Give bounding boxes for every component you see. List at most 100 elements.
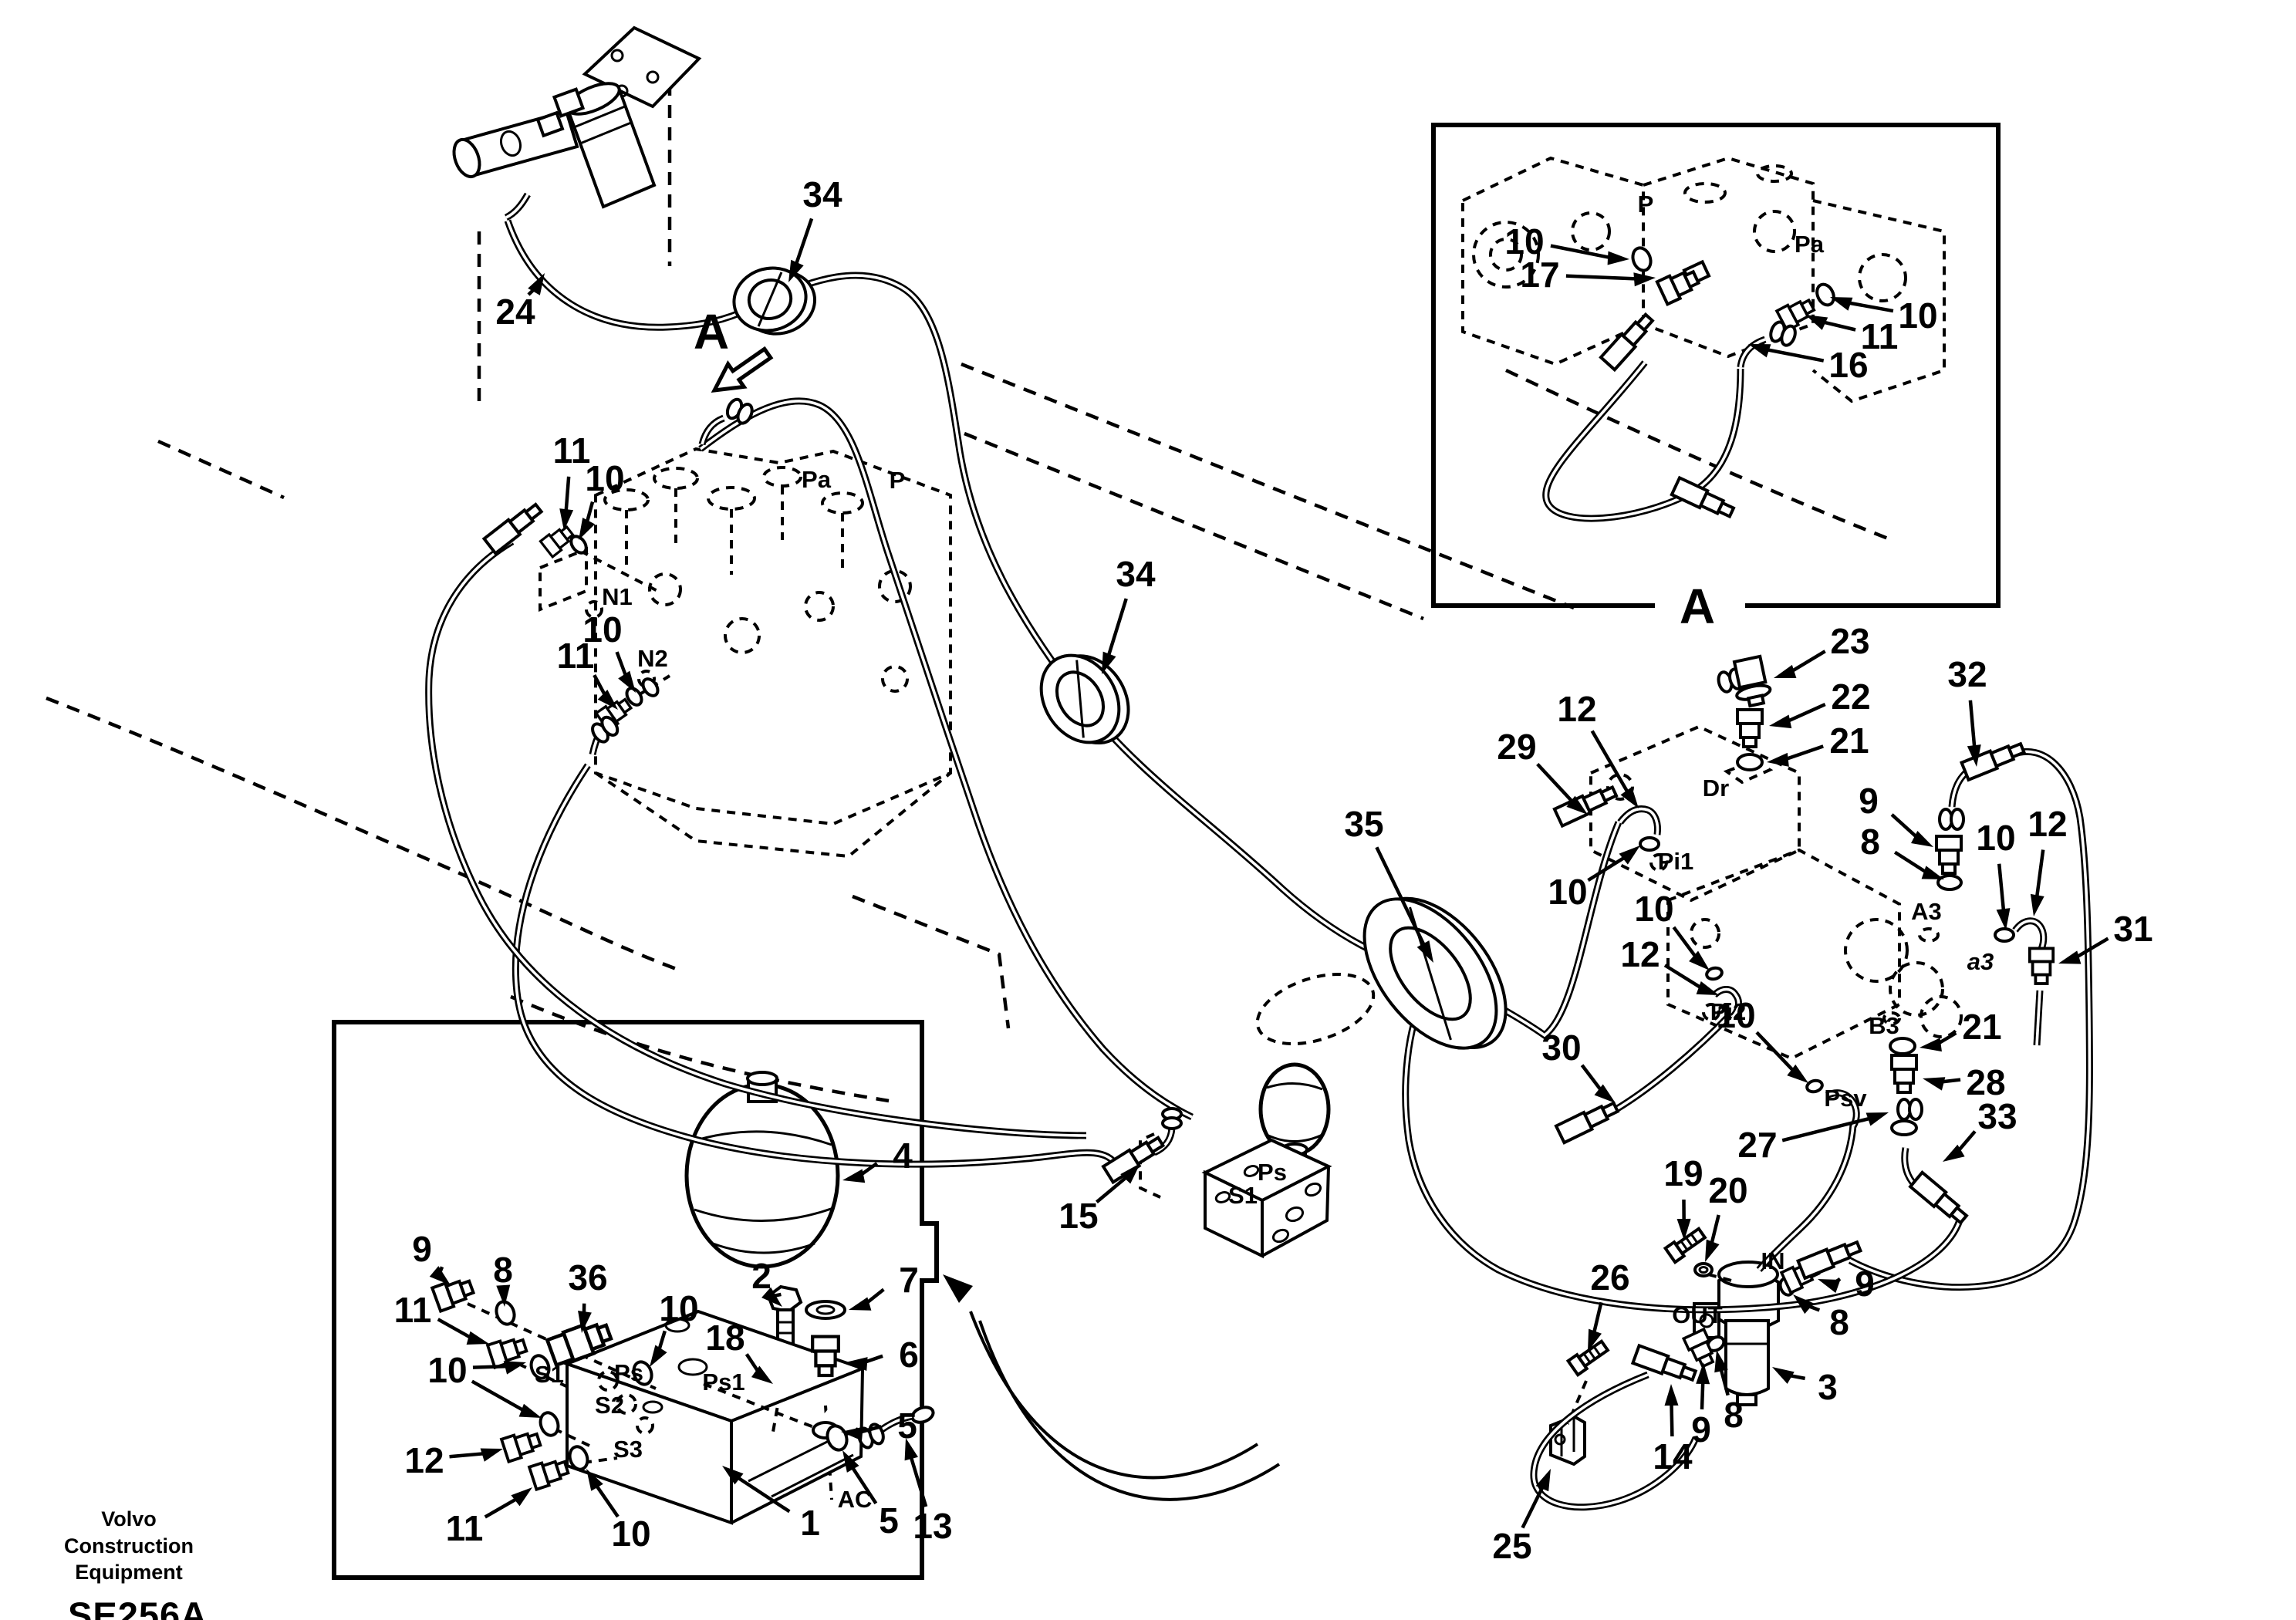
callout-10: 10 [585, 458, 624, 498]
washer-hole [1698, 1266, 1709, 1274]
leader-arrowhead [1535, 1469, 1551, 1492]
leader-arrowhead [1566, 795, 1588, 815]
leader-line [1536, 762, 1577, 807]
callout-31: 31 [2113, 909, 2152, 949]
leader-arrowhead [2058, 950, 2082, 964]
leader-line [1997, 863, 2006, 916]
callout-11: 11 [557, 636, 595, 676]
o-ring [1631, 246, 1653, 272]
callout-10: 10 [427, 1350, 467, 1390]
leader-line [1106, 598, 1128, 661]
callout-8: 8 [1860, 822, 1880, 862]
leader-line [1521, 1482, 1547, 1529]
callout-26: 26 [1590, 1257, 1629, 1298]
leader-arrowhead [579, 518, 596, 540]
o-ring [1639, 836, 1660, 852]
generated-fittings [425, 192, 2093, 1511]
port-label-Ps: Ps [1258, 1159, 1287, 1186]
hose-core [514, 764, 1119, 1167]
fitting-union [545, 1322, 613, 1368]
o-ring [1994, 927, 2015, 943]
leader-arrowhead [1705, 1239, 1720, 1262]
leader-arrowhead [503, 1361, 526, 1375]
leader-line [1781, 1115, 1875, 1142]
callout-29: 29 [1497, 727, 1536, 767]
port-label-Psv: Psv [1824, 1085, 1867, 1112]
title-block: Volvo Construction Equipment SE256A [45, 1506, 213, 1620]
fitting-rings [725, 397, 754, 425]
callout-10: 10 [1976, 818, 2015, 858]
callout-35: 35 [1344, 804, 1383, 844]
port-label-P: P [890, 467, 906, 494]
callout-10: 10 [1898, 295, 1937, 336]
hose-core [1610, 1014, 1731, 1114]
leader-arrowhead [846, 1357, 868, 1372]
callout-13: 13 [913, 1506, 952, 1546]
o-ring [1815, 282, 1835, 307]
leader-arrowhead [480, 1448, 503, 1462]
o-ring [1890, 1119, 1918, 1136]
leader-line [1663, 964, 1706, 992]
fitting-nipple [811, 1335, 840, 1378]
callout-24: 24 [495, 292, 535, 332]
leader-line [1096, 1173, 1131, 1204]
leader-arrowhead [788, 259, 804, 282]
callout-10: 10 [1504, 221, 1544, 262]
hose-core [1619, 807, 1660, 835]
leader-line [1893, 850, 1931, 876]
fitting-rings [1896, 1098, 1923, 1121]
callout-18: 18 [705, 1318, 745, 1358]
banjo-elbow [1732, 654, 1772, 708]
port-label-Pa: Pa [1795, 231, 1825, 258]
leader-arrowhead [1619, 845, 1640, 865]
o-ring [1161, 1116, 1183, 1130]
callout-7: 7 [899, 1260, 919, 1300]
port-label-P: P [1638, 191, 1654, 218]
callout-20: 20 [1708, 1170, 1747, 1210]
hose-core [701, 417, 724, 445]
port-label-Pi1: Pi1 [1658, 848, 1694, 875]
detail-a-inset [1431, 123, 2001, 608]
callout-11: 11 [446, 1508, 484, 1548]
hose-sleeve [1630, 1343, 1698, 1382]
leader-arrowhead [511, 1487, 532, 1507]
leader-arrowhead [1102, 651, 1116, 674]
callout-10: 10 [611, 1514, 650, 1554]
hose-core [2014, 920, 2045, 950]
hose-core [1826, 1091, 1859, 1127]
leader-line [471, 1379, 528, 1414]
callout-34: 34 [1116, 554, 1156, 594]
fitting-rings [1769, 320, 1797, 347]
leader-arrowhead [1772, 1367, 1795, 1384]
callout-8: 8 [1829, 1302, 1849, 1342]
hose-sleeve [1599, 312, 1655, 373]
callout-9: 9 [412, 1229, 432, 1269]
callout-labels: 2434341110101135151017161110232221321229… [394, 174, 2153, 1566]
leader-arrowhead [1676, 1218, 1691, 1240]
leader-arrowhead [528, 273, 545, 295]
o-ring [1736, 753, 1764, 771]
leader-arrowhead [1818, 1279, 1841, 1293]
leader-arrowhead [1696, 980, 1719, 995]
leader-line [908, 1452, 928, 1507]
o-ring [1805, 1078, 1824, 1094]
callout-5: 5 [879, 1500, 899, 1541]
callout-10: 10 [1634, 889, 1673, 929]
hose-core [1404, 993, 1961, 1311]
port-label-Pa: Pa [802, 466, 832, 493]
hose [698, 397, 1194, 1121]
hose-sleeve [1101, 1136, 1166, 1185]
callout-10: 10 [582, 609, 622, 650]
hose-sleeve [1552, 785, 1619, 829]
frame-dashed-lines [46, 60, 1893, 1103]
leader-arrowhead [1996, 908, 2011, 930]
callout-36: 36 [568, 1257, 607, 1298]
leader-line [1590, 730, 1632, 797]
callout-2: 2 [751, 1256, 772, 1296]
port-label-OUT: OUT [1672, 1301, 1723, 1328]
port-label-Pi2: Pi2 [1710, 998, 1747, 1025]
o-ring [641, 677, 660, 697]
hose-core [2035, 990, 2041, 1046]
callout-34: 34 [802, 174, 842, 214]
